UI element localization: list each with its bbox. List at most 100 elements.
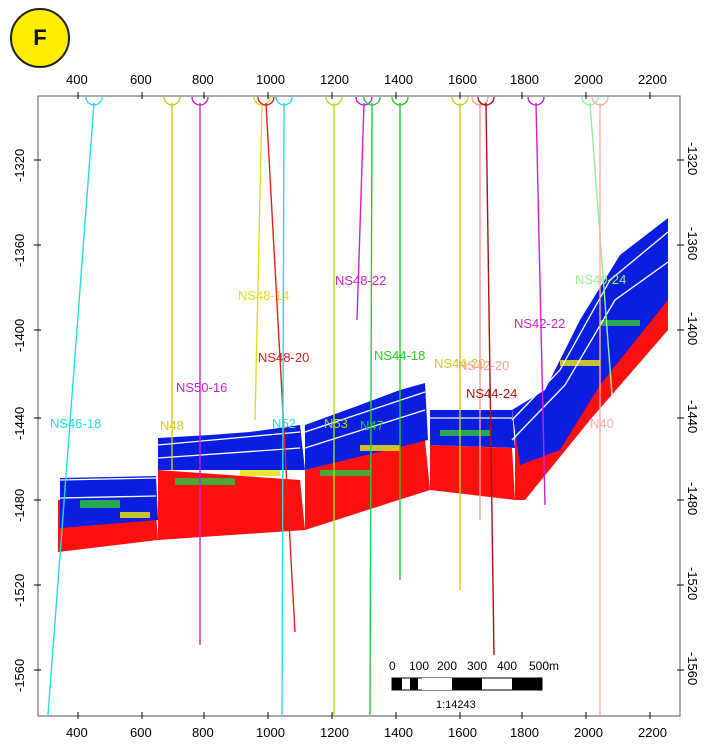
wellhead-icon <box>581 96 599 106</box>
bottom-tick-label: 2000 <box>574 725 603 740</box>
scale-bar: 0 100 200 300 400 500m 1:14243 <box>389 659 559 711</box>
wellhead-icon <box>451 96 469 106</box>
top-tick-label: 800 <box>192 72 214 87</box>
right-tick-label: -1320 <box>685 142 700 175</box>
right-tick-label: -1480 <box>685 482 700 515</box>
well-ns44-24: NS44-24 <box>466 96 517 656</box>
top-axis: 400 600 800 1000 1200 1400 1600 1800 2000 2200 <box>66 72 667 99</box>
well-ns44-20: NS44-20 <box>434 96 485 590</box>
well-ns48-22: NS48-22 <box>335 96 386 321</box>
well-ns44-18: NS44-18 <box>374 96 425 580</box>
scale-ratio: 1:14243 <box>436 699 476 711</box>
well-label: NS48-14 <box>238 288 289 303</box>
top-tick-label: 600 <box>130 72 152 87</box>
bottom-tick-label: 1200 <box>320 725 349 740</box>
left-tick-label: -1400 <box>12 319 27 352</box>
well-ns46-18: NS46-18 <box>47 96 103 716</box>
wellhead-icon <box>477 96 495 106</box>
bottom-tick-label: 1600 <box>448 725 477 740</box>
bottom-tick-label: 600 <box>130 725 152 740</box>
base-band-3 <box>305 440 430 530</box>
well-label: NS42-22 <box>514 316 565 331</box>
left-axis: -1320 -1360 -1400 -1440 -1480 -1520 -1560 <box>12 149 41 692</box>
right-axis: -1320 -1360 -1400 -1440 -1480 -1520 -1560 <box>677 142 700 685</box>
well-label: N48 <box>160 418 184 433</box>
wellhead-icon <box>471 96 489 106</box>
right-tick-label: -1400 <box>685 312 700 345</box>
bottom-tick-label: 800 <box>192 725 214 740</box>
bottom-tick-label: 1000 <box>256 725 285 740</box>
right-tick-label: -1440 <box>685 400 700 433</box>
scale-label: 400 <box>497 659 517 673</box>
right-tick-label: -1520 <box>685 567 700 600</box>
well-label: N53 <box>324 416 348 431</box>
left-tick-label: -1520 <box>12 574 27 607</box>
bottom-tick-label: 2200 <box>638 725 667 740</box>
scale-label: 500m <box>529 659 559 673</box>
blue-body-2 <box>158 425 305 470</box>
well-label: NS44-20 <box>434 356 485 371</box>
bottom-tick-label: 1400 <box>384 725 413 740</box>
left-tick-label: -1360 <box>12 234 27 267</box>
wellhead-icon <box>591 96 609 106</box>
base-band-2 <box>158 470 305 540</box>
top-tick-label: 1600 <box>448 72 477 87</box>
well-label: NS46-18 <box>50 416 101 431</box>
well-ns42-22: NS42-22 <box>514 96 565 506</box>
top-tick-label: 1200 <box>320 72 349 87</box>
blue-body-3 <box>305 383 428 470</box>
well-n40: N40 <box>590 96 614 715</box>
facies-patches <box>80 320 640 518</box>
well-label: NS44-18 <box>374 348 425 363</box>
wellhead-icon <box>191 96 209 106</box>
wellhead-icon <box>85 96 103 106</box>
wellhead-icon <box>163 96 181 106</box>
wellhead-icon <box>363 96 381 106</box>
top-tick-label: 2200 <box>638 72 667 87</box>
well-ns50-16: NS50-16 <box>176 96 227 645</box>
well-n52: N52 <box>272 96 296 716</box>
well-n53: N53 <box>324 96 348 715</box>
top-tick-label: 400 <box>66 72 88 87</box>
wellhead-icon <box>325 96 343 106</box>
right-tick-label: -1560 <box>685 652 700 685</box>
left-tick-label: -1560 <box>12 659 27 692</box>
right-tick-label: -1360 <box>685 227 700 260</box>
well-n48: N48 <box>160 96 184 470</box>
well-label: NS44-24 <box>466 386 517 401</box>
well-label: N40 <box>590 416 614 431</box>
wellhead-icon <box>253 96 271 106</box>
scale-label: 300 <box>467 659 487 673</box>
wellhead-icon <box>391 96 409 106</box>
bottom-axis: 400 600 800 1000 1200 1400 1600 1800 2000 2200 <box>66 712 667 740</box>
panel-label-badge: F <box>10 8 70 68</box>
well-label: NS42-20 <box>458 358 509 373</box>
panel-label: F <box>33 25 47 50</box>
well-trajectories: NS46-18N48NS50-16NS48-14NS48-20N52N53NS4… <box>47 96 626 716</box>
top-tick-label: 2000 <box>574 72 603 87</box>
wellhead-icon <box>355 96 373 106</box>
wellhead-icon <box>275 96 293 106</box>
wellhead-icon <box>527 96 545 106</box>
well-label: NS48-22 <box>335 273 386 288</box>
bottom-tick-label: 400 <box>66 725 88 740</box>
scale-label: 200 <box>437 659 457 673</box>
scale-label: 100 <box>409 659 429 673</box>
seismic-volume <box>58 218 669 552</box>
well-ns42-20: NS42-20 <box>458 96 509 520</box>
left-tick-label: -1320 <box>12 149 27 182</box>
left-tick-label: -1440 <box>12 407 27 440</box>
bottom-tick-label: 1800 <box>510 725 539 740</box>
well-label: NS50-16 <box>176 380 227 395</box>
scale-label: 0 <box>389 659 396 673</box>
top-tick-label: 1800 <box>510 72 539 87</box>
well-n47: N47 <box>360 96 384 716</box>
left-tick-label: -1480 <box>12 489 27 522</box>
horizon-lines <box>59 231 669 499</box>
top-tick-label: 1000 <box>256 72 285 87</box>
base-band-4 <box>430 445 515 500</box>
well-label: N47 <box>360 418 384 433</box>
top-tick-label: 1400 <box>384 72 413 87</box>
well-label: N52 <box>272 416 296 431</box>
